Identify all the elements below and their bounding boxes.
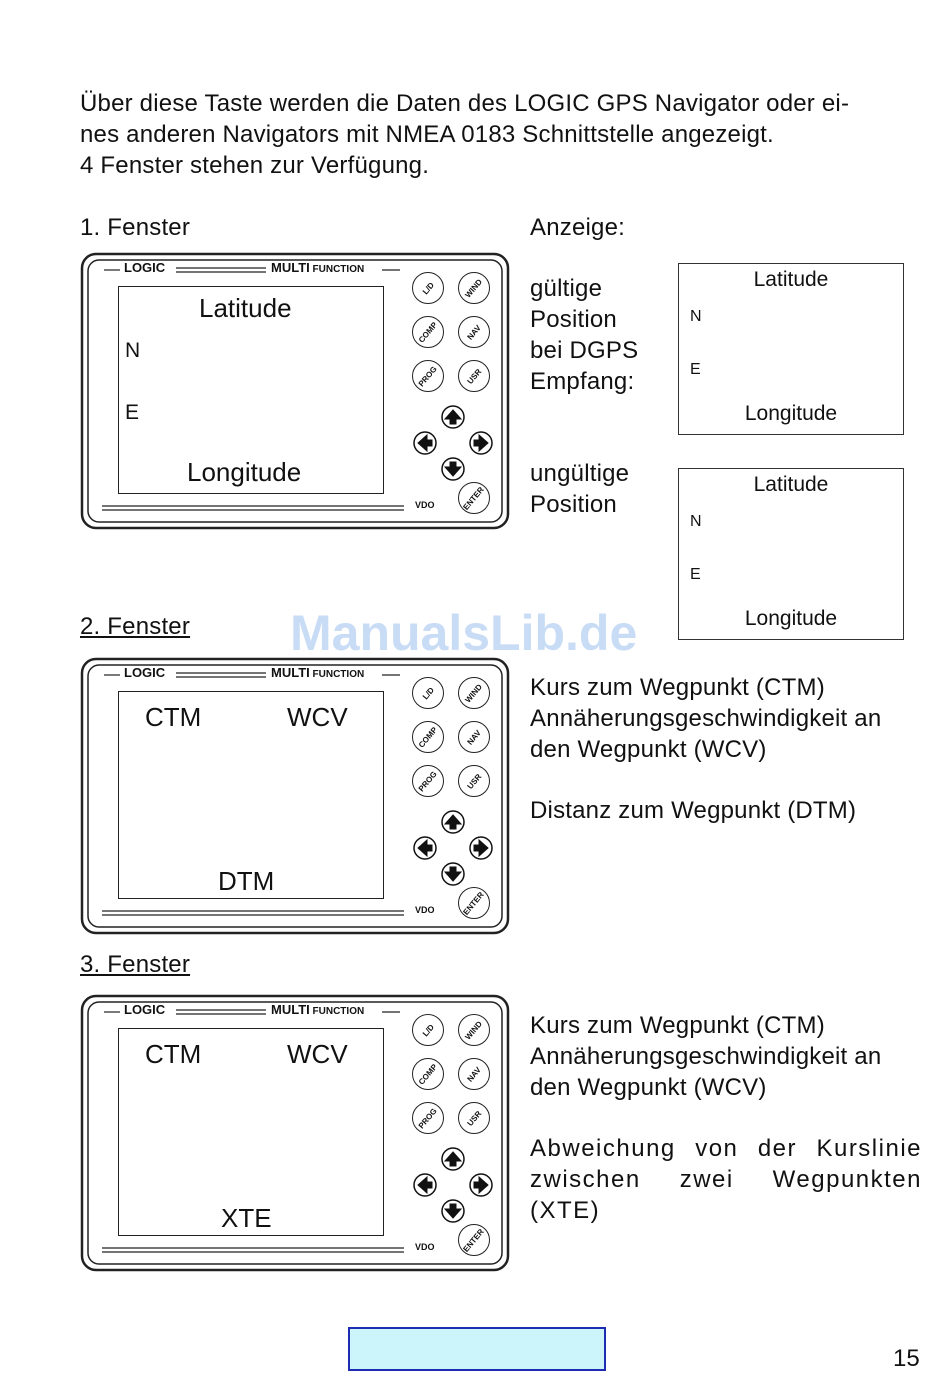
valid-position-label: gültige Position bei DGPS Empfang: [530,275,639,395]
screen-ctm: CTM [145,702,202,732]
section-heading-1: 1. Fenster [80,214,191,241]
comp-button: COMP [412,721,444,753]
invalid-position-label: ungültige Position [530,460,630,518]
arrow-up-icon [443,409,463,425]
enter-button: ENTER [458,1224,490,1256]
section3-description: Kurs zum Wegpunkt (CTM) Annäherungsgesch… [530,1012,922,1224]
arrow-left-icon [417,1175,433,1195]
usr-button: USR [458,765,490,797]
brand-multifunction: MULTI FUNCTION [271,665,364,680]
arrow-down-icon [443,1203,463,1219]
comp-button: COMP [412,316,444,348]
enter-button: ENTER [458,887,490,919]
section-heading-2: 2. Fenster [80,613,191,640]
bottom-banner [348,1327,606,1371]
box-n: N [690,513,702,530]
brand-multi: MULTI [271,665,310,680]
device-illustration-1: Latitude N E Longitude LOGIC MULTI FUNCTI… [80,252,512,532]
brand-vdo: VDO [415,905,435,915]
brand-function: FUNCTION [309,1006,365,1017]
enter-button: ENTER [458,482,490,514]
box-latitude: Latitude [753,268,829,291]
nav-button: NAV [458,316,490,348]
arrow-left-icon [417,433,433,453]
arrow-right-icon [473,433,489,453]
box-longitude: Longitude [744,402,838,425]
ld-button: L/D [412,272,444,304]
prog-button: PROG [412,360,444,392]
device-illustration-2: CTM WCV DTM LOGIC MULTI FUNCTION VDO L/D WIN… [80,657,512,937]
arrow-up-icon [443,814,463,830]
screen-ctm: CTM [145,1039,202,1069]
device-screen: Latitude N E Longitude [118,286,384,494]
arrow-left-icon [417,838,433,858]
prog-button: PROG [412,765,444,797]
section2-description: Kurs zum Wegpunkt (CTM) Annäherungsgesch… [530,674,882,824]
box-e: E [690,566,701,583]
box-latitude: Latitude [753,473,829,496]
inner-bezel [87,664,503,928]
arrow-pad [413,810,493,886]
brand-vdo: VDO [415,500,435,510]
intro-line: 4 Fenster stehen zur Verfügung. [80,152,430,179]
inner-bezel [87,259,503,523]
nav-button: NAV [458,1058,490,1090]
section-heading-3: 3. Fenster [80,951,191,978]
watermark: ManualsLib.de [290,605,638,661]
arrow-right-icon [473,838,489,858]
brand-vdo: VDO [415,1242,435,1252]
wind-button: WIND [458,1014,490,1046]
device-screen: CTM WCV DTM [118,691,384,899]
screen-dtm: DTM [218,866,275,896]
ld-button: L/D [412,677,444,709]
inner-bezel [87,1001,503,1265]
screen-n: N [125,339,141,362]
screen-latitude: Latitude [199,293,292,323]
device-illustration-3: CTM WCV XTE LOGIC MULTI FUNCTION VDO L/D WIN… [80,994,512,1274]
brand-multifunction: MULTI FUNCTION [271,260,364,275]
page-number: 15 [893,1345,920,1372]
screen-e: E [125,401,140,424]
arrow-pad [413,1147,493,1223]
arrow-down-icon [443,866,463,882]
arrow-up-icon [443,1151,463,1167]
intro-paragraph: Über diese Taste werden die Daten des LO… [80,88,922,181]
wind-button: WIND [458,272,490,304]
invalid-position-box: Latitude N E Longitude [678,468,904,640]
brand-multi: MULTI [271,260,310,275]
arrow-down-icon [443,461,463,477]
display-label: Anzeige: [530,214,625,241]
intro-line: nes anderen Navigators mit NMEA 0183 Sch… [80,121,774,148]
box-longitude: Longitude [744,607,838,630]
intro-line: Über diese Taste werden die Daten des LO… [80,90,850,117]
valid-position-box: Latitude N E Longitude [678,263,904,435]
device-screen: CTM WCV XTE [118,1028,384,1236]
usr-button: USR [458,1102,490,1134]
usr-button: USR [458,360,490,392]
brand-multifunction: MULTI FUNCTION [271,1002,364,1017]
screen-xte: XTE [221,1203,272,1233]
brand-multi: MULTI [271,1002,310,1017]
brand-logic: LOGIC [124,260,166,275]
box-n: N [690,308,702,325]
screen-longitude: Longitude [187,457,302,487]
brand-function: FUNCTION [309,264,365,275]
box-e: E [690,361,701,378]
ld-button: L/D [412,1014,444,1046]
nav-button: NAV [458,721,490,753]
arrow-right-icon [473,1175,489,1195]
arrow-pad [413,405,493,481]
brand-function: FUNCTION [309,669,365,680]
wind-button: WIND [458,677,490,709]
screen-wcv: WCV [287,1039,348,1069]
screen-wcv: WCV [287,702,348,732]
brand-logic: LOGIC [124,665,166,680]
comp-button: COMP [412,1058,444,1090]
brand-logic: LOGIC [124,1002,166,1017]
prog-button: PROG [412,1102,444,1134]
